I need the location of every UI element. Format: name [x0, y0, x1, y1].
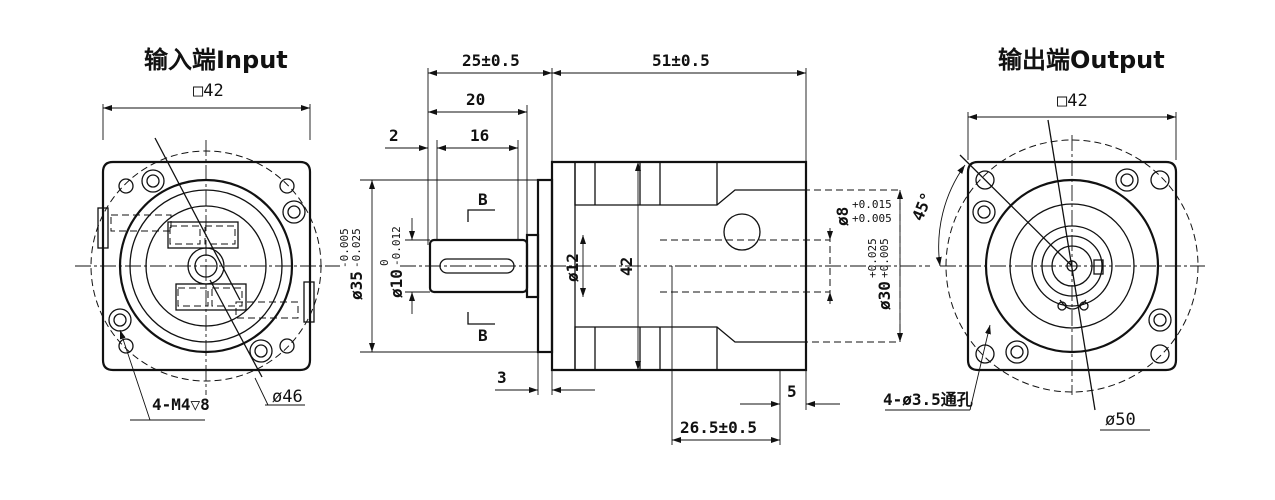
output-holes	[972, 168, 1172, 364]
dim-5: 5	[787, 382, 797, 401]
shaft-tol-low: -0.012	[390, 226, 403, 266]
output-pcd-label: ø50	[1105, 410, 1136, 430]
bore8-tol-low: +0.005	[852, 212, 892, 225]
body-42: 42	[617, 257, 636, 276]
pilot-tol-up: -0.005	[338, 228, 351, 268]
side-view: 25±0.5 51±0.5 20 16 2	[338, 51, 930, 445]
shaft-dia: ø10	[387, 269, 406, 298]
bore30-tol-up: +0.025	[866, 238, 879, 278]
output-title: 输出端Output	[998, 46, 1165, 74]
output-holes-note: 4-ø3.5通孔	[883, 390, 973, 409]
input-flange	[101, 160, 312, 372]
bore8-dia: ø8	[833, 207, 852, 226]
pilot-tol-low: -0.025	[350, 228, 363, 268]
bore30-dia: ø30	[875, 281, 894, 310]
shaft-tol-up: 0	[378, 259, 391, 266]
input-square-dim: □42	[193, 81, 224, 101]
dim-20: 20	[466, 90, 485, 109]
input-title: 输入端Input	[144, 46, 288, 74]
input-thread-note: 4-M4▽8	[152, 395, 210, 414]
side-hole	[723, 213, 761, 251]
input-end-view: 输入端Input □42	[75, 46, 340, 421]
input-pcd-label: ø46	[272, 387, 303, 407]
bore8-tol-up: +0.015	[852, 198, 892, 211]
output-end-view: 输出端Output □42 45°	[883, 46, 1205, 431]
shaft-d12: ø12	[563, 253, 582, 282]
dim-3: 3	[497, 368, 507, 387]
dim-2: 2	[389, 126, 399, 145]
section-label-bottom: B	[478, 326, 488, 345]
dim-25: 25±0.5	[462, 51, 520, 70]
dim-51: 51±0.5	[652, 51, 710, 70]
pilot-dia: ø35	[347, 271, 366, 300]
output-flange	[966, 160, 1178, 372]
dim-26-5: 26.5±0.5	[680, 418, 757, 437]
angle-45: 45°	[908, 190, 936, 224]
input-clamp-parts	[97, 207, 315, 323]
output-square-dim: □42	[1057, 91, 1088, 111]
section-label-top: B	[478, 190, 488, 209]
bore30-tol-low: +0.005	[878, 238, 891, 278]
dim-16: 16	[470, 126, 489, 145]
